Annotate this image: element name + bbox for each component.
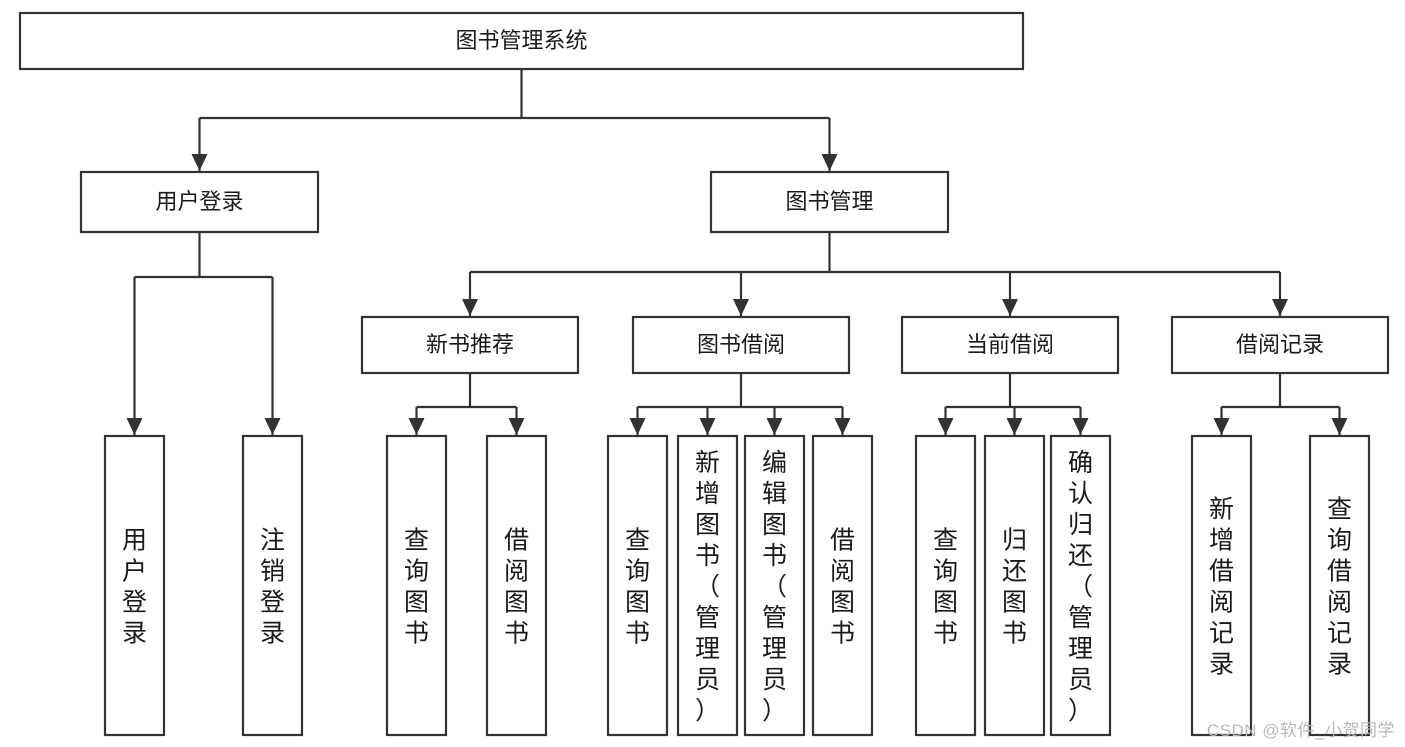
arrow-head-icon: [733, 299, 749, 316]
arrow-head-icon: [1072, 418, 1089, 435]
edge-group-borrow-record: [1213, 373, 1348, 435]
arrow-head-icon: [508, 418, 525, 435]
arrow-head-icon: [766, 418, 783, 435]
arrow-head-icon: [699, 418, 716, 435]
node-box[interactable]: [360, 315, 580, 375]
node-box[interactable]: [79, 170, 320, 234]
arrow-head-icon: [1006, 418, 1023, 435]
node-root[interactable]: 图书管理系统: [18, 11, 1025, 71]
node-leaf-leaf-return-book[interactable]: 归还图书: [983, 434, 1046, 737]
csdn-watermark: CSDN @软件_小贺同学: [1206, 721, 1395, 740]
arrow-head-icon: [264, 418, 281, 435]
node-label: 用户登录: [122, 527, 147, 648]
edge-group-current-borrow: [937, 373, 1089, 435]
node-label: 查询图书: [933, 527, 958, 648]
arrow-head-icon: [462, 299, 478, 316]
connector-layer: [126, 69, 1348, 435]
node-level2-borrow-record[interactable]: 借阅记录: [1170, 315, 1390, 375]
node-label: 借阅记录: [1236, 332, 1324, 357]
node-box[interactable]: [631, 315, 851, 375]
arrow-head-icon: [1331, 418, 1348, 435]
node-box[interactable]: [743, 434, 806, 737]
node-box[interactable]: [1190, 434, 1253, 737]
node-box[interactable]: [18, 11, 1025, 71]
node-box[interactable]: [1049, 434, 1112, 737]
node-level2-current-borrow[interactable]: 当前借阅: [900, 315, 1120, 375]
node-box[interactable]: [983, 434, 1046, 737]
arrow-head-icon: [821, 154, 838, 171]
edge-group-book-manage: [462, 232, 1288, 316]
node-leaf-leaf-user-logout[interactable]: 注销登录: [241, 434, 304, 737]
node-label: 确认归还（管理员）: [1068, 449, 1093, 725]
node-label: 归还图书: [1002, 527, 1027, 648]
node-leaf-leaf-borrow-book-1[interactable]: 借阅图书: [485, 434, 548, 737]
edge-group-user-login: [126, 232, 281, 435]
node-label: 图书借阅: [697, 332, 785, 357]
node-label: 图书管理系统: [455, 28, 587, 53]
arrow-head-icon: [126, 418, 143, 435]
arrow-head-icon: [937, 418, 954, 435]
node-leaf-leaf-query-book-1[interactable]: 查询图书: [385, 434, 448, 737]
node-label: 当前借阅: [966, 332, 1054, 357]
arrow-head-icon: [1002, 299, 1018, 316]
edge-group-new-book-rec: [408, 373, 525, 435]
node-label: 图书管理: [785, 189, 873, 214]
node-leaf-leaf-add-borrow-record[interactable]: 新增借阅记录: [1190, 434, 1253, 737]
node-leaf-leaf-borrow-book-2[interactable]: 借阅图书: [811, 434, 874, 737]
node-box[interactable]: [606, 434, 669, 737]
node-level2-book-borrow[interactable]: 图书借阅: [631, 315, 851, 375]
node-box[interactable]: [676, 434, 739, 737]
node-label: 借阅图书: [504, 527, 529, 648]
node-label: 用户登录: [155, 189, 243, 214]
node-label: 查询图书: [404, 527, 429, 648]
node-box[interactable]: [900, 315, 1120, 375]
node-level2-new-book-rec[interactable]: 新书推荐: [360, 315, 580, 375]
node-level1-user-login[interactable]: 用户登录: [79, 170, 320, 234]
node-leaf-leaf-edit-book-admin[interactable]: 编辑图书（管理员）: [743, 434, 806, 737]
node-box[interactable]: [103, 434, 166, 737]
node-box[interactable]: [385, 434, 448, 737]
node-leaf-leaf-user-login[interactable]: 用户登录: [103, 434, 166, 737]
edge-group-book-borrow: [629, 373, 851, 435]
node-label: 新增图书（管理员）: [695, 449, 720, 725]
node-leaf-leaf-query-book-2[interactable]: 查询图书: [606, 434, 669, 737]
node-label: 编辑图书（管理员）: [762, 449, 787, 725]
node-leaf-leaf-confirm-return-admin[interactable]: 确认归还（管理员）: [1049, 434, 1112, 737]
arrow-head-icon: [191, 154, 208, 171]
node-label: 注销登录: [260, 527, 285, 648]
node-label: 借阅图书: [830, 527, 855, 648]
node-box[interactable]: [709, 170, 950, 234]
node-leaf-leaf-query-borrow-record[interactable]: 查询借阅记录: [1308, 434, 1371, 737]
node-level1-book-manage[interactable]: 图书管理: [709, 170, 950, 234]
arrow-head-icon: [408, 418, 425, 435]
node-box[interactable]: [811, 434, 874, 737]
node-box[interactable]: [241, 434, 304, 737]
node-layer: 图书管理系统用户登录图书管理新书推荐图书借阅当前借阅借阅记录用户登录注销登录查询…: [18, 11, 1390, 737]
node-box[interactable]: [1308, 434, 1371, 737]
node-box[interactable]: [914, 434, 977, 737]
node-box[interactable]: [1170, 315, 1390, 375]
arrow-head-icon: [1272, 299, 1288, 316]
node-leaf-leaf-query-book-3[interactable]: 查询图书: [914, 434, 977, 737]
node-label: 新书推荐: [426, 332, 514, 357]
node-label: 查询借阅记录: [1327, 496, 1352, 679]
edge-group-root: [191, 69, 838, 171]
node-leaf-leaf-add-book-admin[interactable]: 新增图书（管理员）: [676, 434, 739, 737]
node-label: 新增借阅记录: [1209, 496, 1234, 679]
node-label: 查询图书: [625, 527, 650, 648]
arrow-head-icon: [834, 418, 851, 435]
arrow-head-icon: [629, 418, 646, 435]
node-box[interactable]: [485, 434, 548, 737]
arrow-head-icon: [1213, 418, 1230, 435]
